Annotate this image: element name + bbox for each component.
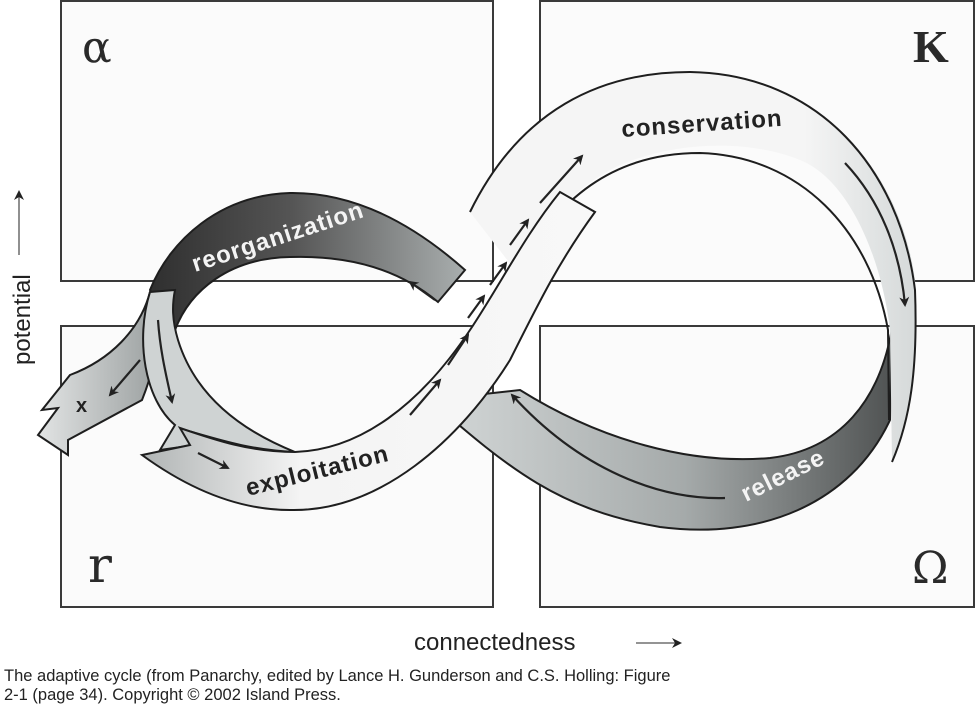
r-symbol: r [88, 536, 112, 594]
exploitation-rising-arrow-3 [467, 294, 486, 319]
exit-flow-arrow [108, 359, 141, 397]
y-axis-label: potential [9, 274, 36, 365]
figure-caption: The adaptive cycle (from Panarchy, edite… [4, 667, 964, 705]
exploitation-rising-arrow-4 [489, 261, 508, 286]
conservation-descending-arrow [844, 162, 910, 307]
release-band [427, 327, 893, 531]
exit-x-label: x [76, 395, 88, 417]
exploitation-band [139, 190, 597, 512]
exploitation-rising-arrow-2 [447, 333, 470, 366]
k-symbol: K [913, 21, 949, 72]
omega-symbol: Ω [912, 543, 948, 594]
reorganization-descending-arrow [156, 319, 176, 404]
exploitation-flow-arrow [197, 452, 230, 469]
release-flow-arrow [510, 393, 726, 500]
conservation-rising-arrow [539, 154, 584, 204]
caption-line-2: 2-1 (page 34). Copyright © 2002 Island P… [4, 686, 341, 704]
exploitation-rising-arrow-1 [409, 378, 442, 416]
alpha-symbol: α [82, 22, 112, 73]
conservation-band [470, 72, 917, 460]
exploitation-rising-arrow-5 [509, 218, 530, 246]
reorganization-flow-arrow [408, 280, 436, 301]
x-axis-label: connectedness [414, 629, 575, 656]
caption-line-1: The adaptive cycle (from Panarchy, edite… [4, 667, 671, 685]
conservation-outer-edge [469, 70, 917, 463]
reorganization-band [148, 191, 467, 333]
